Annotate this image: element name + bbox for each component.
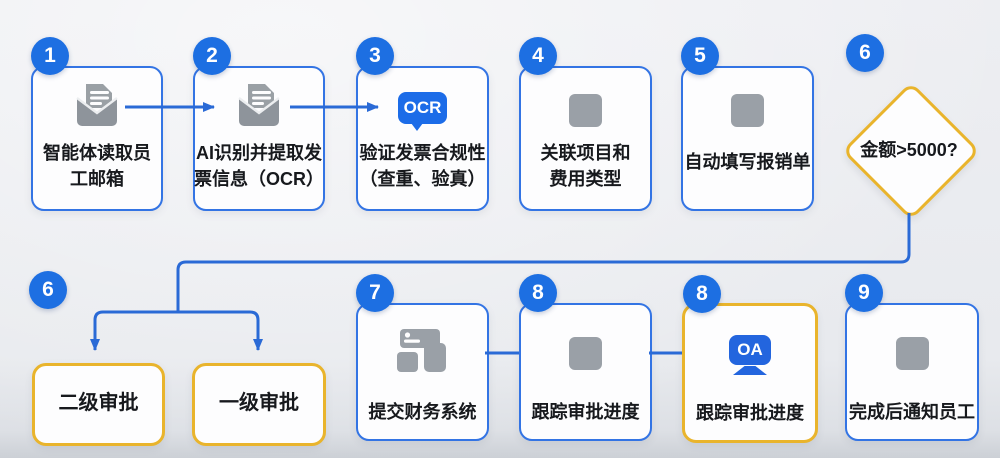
step-9-number: 9 bbox=[858, 281, 870, 304]
oa-icon: OA bbox=[729, 335, 771, 375]
step-4-badge: 4 bbox=[519, 37, 557, 75]
step-1-node: 1 智能体读取员工邮箱 bbox=[31, 37, 163, 211]
step-3-badge: 3 bbox=[356, 37, 394, 75]
fill-form-icon bbox=[731, 94, 764, 127]
connector-branch-split-arrows bbox=[90, 310, 263, 351]
mail-icon bbox=[195, 83, 323, 129]
step-8-oa-label: 跟踪审批进度 bbox=[696, 403, 804, 423]
step-6-badge: 6 bbox=[846, 34, 884, 72]
link-project-icon bbox=[569, 94, 602, 127]
step-3-label: 验证发票合规性（查重、验真） bbox=[359, 143, 486, 189]
branch-second-level-label: 二级审批 bbox=[58, 392, 139, 414]
step-8-node: 8 跟踪审批进度 bbox=[519, 274, 652, 441]
step-2-node: 2 AI识别并提取发票信息（OCR） bbox=[193, 37, 325, 211]
step-2-badge: 2 bbox=[193, 37, 231, 75]
branch-first-level-node: 一级审批 bbox=[192, 363, 326, 446]
step-9-label: 完成后通知员工 bbox=[849, 402, 975, 422]
step-3-node: 3 OCR 验证发票合规性（查重、验真） bbox=[356, 37, 489, 211]
step-8-number: 8 bbox=[532, 281, 544, 304]
cards-icon bbox=[358, 329, 487, 375]
step-7-node: 7 提交财务系统 bbox=[356, 274, 489, 441]
step-2-number: 2 bbox=[206, 44, 218, 67]
step-4-number: 4 bbox=[532, 44, 544, 67]
step-9-badge: 9 bbox=[845, 274, 883, 312]
step-1-badge: 1 bbox=[31, 37, 69, 75]
step-5-label: 自动填写报销单 bbox=[684, 152, 811, 172]
step-7-label: 提交财务系统 bbox=[368, 402, 477, 422]
mail-icon bbox=[33, 83, 161, 129]
branch-first-level-label: 一级审批 bbox=[219, 392, 299, 414]
step-8-oa-number: 8 bbox=[696, 282, 708, 305]
branch-6-number: 6 bbox=[42, 278, 54, 301]
step-6-number: 6 bbox=[859, 41, 871, 64]
step-5-node: 5 自动填写报销单 bbox=[681, 37, 814, 211]
step-4-node: 4 关联项目和费用类型 bbox=[519, 37, 652, 211]
step-5-number: 5 bbox=[694, 44, 706, 67]
step-1-label: 智能体读取员工邮箱 bbox=[43, 143, 151, 189]
branch-6-badge: 6 bbox=[29, 271, 67, 309]
decision-label: 金额>5000? bbox=[860, 139, 958, 160]
decision-node: 金额>5000? bbox=[841, 81, 981, 221]
step-8-label: 跟踪审批进度 bbox=[531, 402, 640, 422]
step-8-oa-node: 8 OA 跟踪审批进度 bbox=[682, 275, 818, 443]
step-7-number: 7 bbox=[369, 281, 381, 304]
notify-icon bbox=[895, 337, 929, 370]
track-progress-icon bbox=[569, 337, 602, 370]
branch-second-level-node: 二级审批 bbox=[32, 363, 165, 446]
step-2-label: AI识别并提取发票信息（OCR） bbox=[194, 143, 324, 189]
step-7-badge: 7 bbox=[356, 274, 394, 312]
step-5-badge: 5 bbox=[681, 37, 719, 75]
step-1-number: 1 bbox=[44, 44, 56, 67]
step-8-badge: 8 bbox=[519, 274, 557, 312]
step-9-node: 9 完成后通知员工 bbox=[845, 274, 979, 441]
step-4-label: 关联项目和费用类型 bbox=[540, 143, 631, 189]
step-8-oa-badge: 8 bbox=[683, 275, 721, 313]
ocr-icon: OCR bbox=[398, 92, 447, 131]
step-3-number: 3 bbox=[369, 44, 381, 67]
